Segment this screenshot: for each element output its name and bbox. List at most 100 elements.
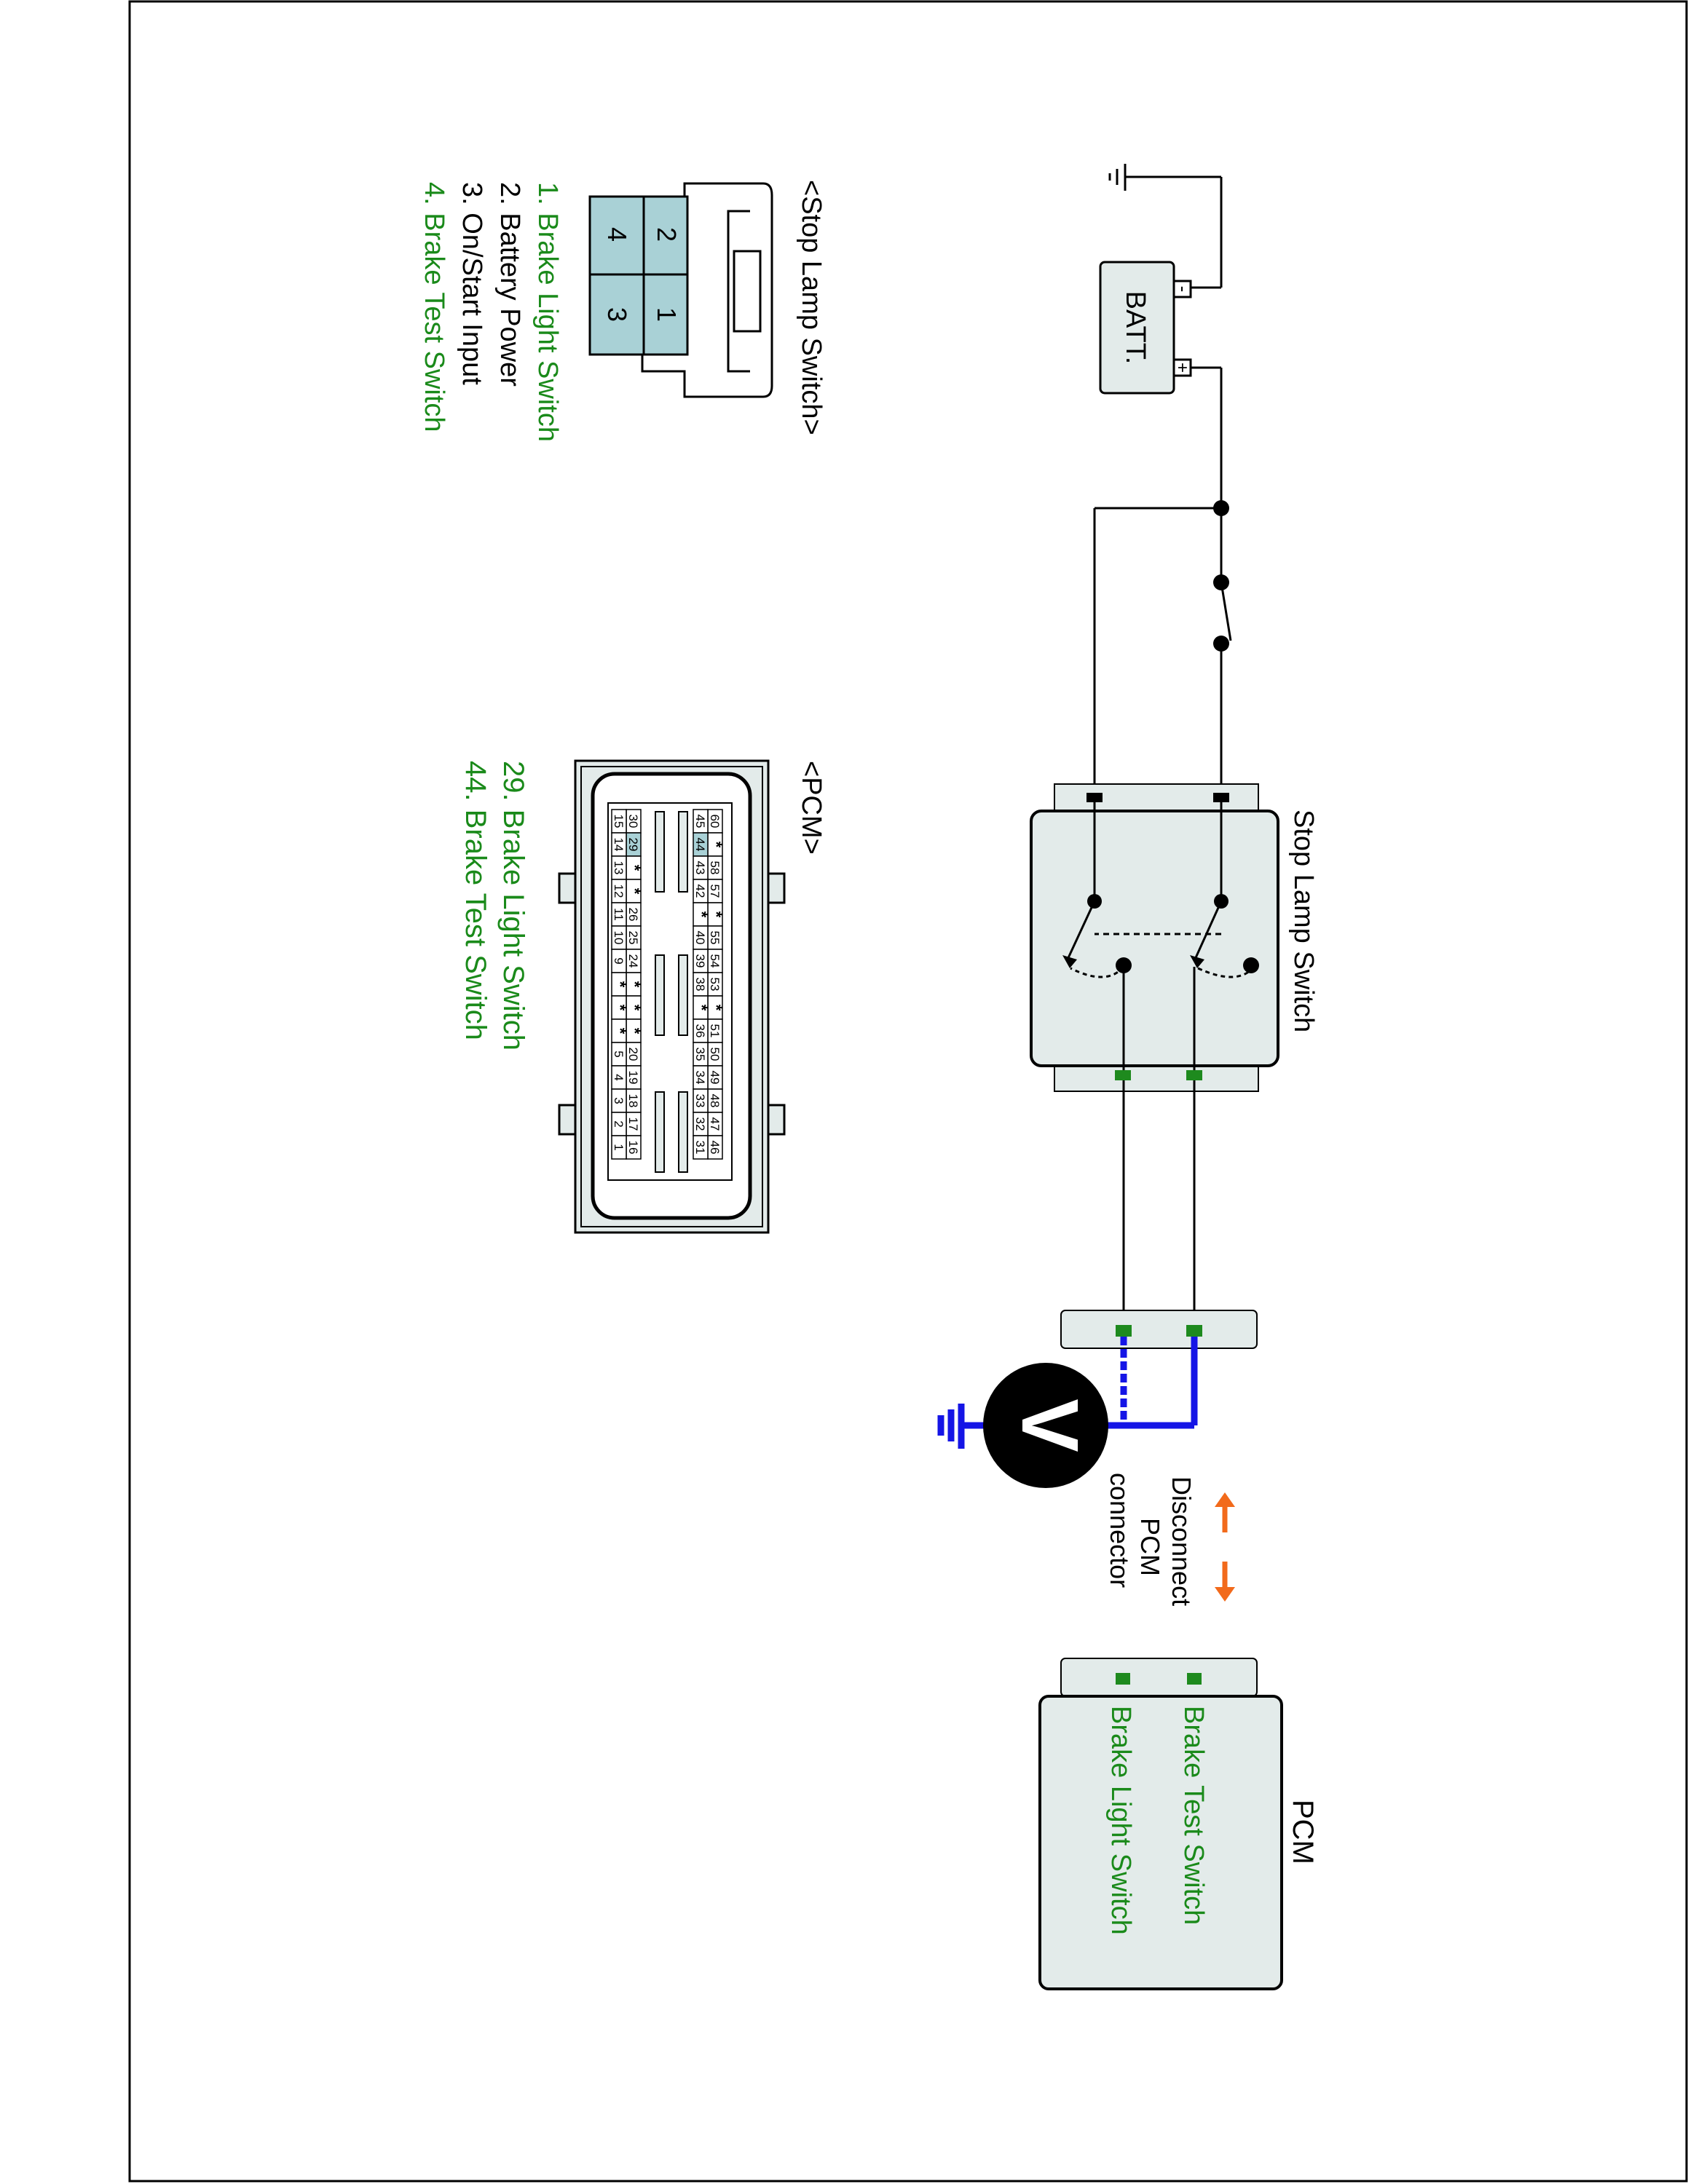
pcm-pin-label: 33: [693, 1094, 707, 1108]
stop-lamp-cell-1: [642, 273, 689, 356]
pcm-legend: 29. Brake Light Switch 44. Brake Test Sw…: [460, 761, 529, 1051]
pcm-pin-label: 36: [693, 1024, 707, 1038]
pcm-pin-cell: [611, 1135, 627, 1160]
stop-lamp-cell-4: [588, 195, 645, 276]
pcm-pin-label: 53: [708, 978, 722, 992]
stop-lamp-legend-3: 3. On/Start Input: [457, 182, 487, 385]
pcm-harness-connector: [1060, 1310, 1258, 1349]
pcm-pin-label: *: [611, 981, 629, 988]
pcm-pin-brake-test-switch: Brake Test Switch: [1178, 1706, 1209, 1925]
stop-lamp-cell-1-label: 1: [652, 307, 682, 322]
pcm-pin-brake-light-switch: Brake Light Switch: [1105, 1706, 1136, 1935]
disconnect-instruction: Disconnect PCM connector: [1105, 1473, 1196, 1606]
disconnect-arrow: [1215, 1492, 1235, 1602]
page-border: [128, 0, 1688, 2183]
pcm-pin-label: *: [626, 981, 644, 988]
pcm-legend-29: 29. Brake Light Switch: [497, 761, 529, 1051]
pcm-pin-label: 13: [612, 861, 626, 875]
stop-lamp-cell-2: [642, 195, 689, 276]
stop-lamp-cell-3: [588, 273, 645, 356]
pcm-pin-cell: [693, 1135, 709, 1160]
pcm-pin-label: 29: [626, 838, 640, 852]
pcm-pin-label: 10: [612, 931, 626, 945]
pcm-pin-label: 4: [612, 1074, 626, 1080]
pcm-pin-label: 54: [708, 954, 722, 968]
pcm-pin-label: 34: [693, 1071, 707, 1085]
stop-lamp-cell-4-label: 4: [602, 227, 632, 242]
battery: - + BATT.: [1099, 261, 1194, 395]
pcm-pin-label: 5: [612, 1051, 626, 1057]
battery-minus-label: -: [1172, 286, 1194, 293]
stop-lamp-cell-2-label: 2: [652, 227, 682, 242]
pcm-pin-label: 57: [708, 885, 722, 898]
pcm-pin-label: 38: [693, 978, 707, 992]
pcm-pin-label: 12: [612, 885, 626, 898]
pcm-pin-label: *: [626, 865, 644, 871]
stop-lamp-legend-4: 4. Brake Test Switch: [419, 182, 449, 432]
pcm-pin-label: 60: [708, 815, 722, 828]
pcm-pin-label: 50: [708, 1048, 722, 1061]
battery-plus-label: +: [1172, 363, 1192, 373]
pcm-pin-label: 2: [612, 1120, 626, 1127]
pcm-pin-label: *: [707, 842, 725, 848]
pcm-pin-label: 25: [626, 931, 640, 945]
pcm-pin-label: 45: [693, 815, 707, 828]
harness-wires: [1122, 1080, 1196, 1326]
pcm-pin-label: 19: [626, 1071, 640, 1085]
stop-lamp-switch-label: Stop Lamp Switch: [1288, 810, 1319, 1032]
pcm-pin-label: 55: [708, 931, 722, 945]
pcm-pin-label: 14: [612, 838, 626, 852]
pcm-pin-label: 51: [708, 1024, 722, 1038]
pcm-pin-label: 40: [693, 931, 707, 945]
pcm-pin-label: 48: [708, 1094, 722, 1108]
instruction-line1: Disconnect: [1167, 1476, 1196, 1606]
pcm-pin-label: *: [707, 1005, 725, 1011]
pcm-pin-label: 11: [612, 908, 626, 921]
pcm-pin-label: 49: [708, 1071, 722, 1085]
pcm-pin-label: *: [693, 1005, 711, 1011]
stop-lamp-connector-view: <Stop Lamp Switch> 2 1 4 3: [588, 180, 827, 435]
pcm-pin-label: 1: [612, 1144, 626, 1150]
pcm-pin-label: 31: [693, 1141, 707, 1155]
pcm-pin-label: 9: [612, 957, 626, 964]
pcm-pin-label: 39: [693, 954, 707, 968]
stop-lamp-connector-title: <Stop Lamp Switch>: [796, 180, 827, 435]
pcm-legend-44: 44. Brake Test Switch: [460, 761, 492, 1040]
pcm-pin-label: 24: [626, 954, 640, 968]
stop-lamp-switch: Stop Lamp Switch: [1030, 783, 1319, 1092]
pcm-label: PCM: [1287, 1800, 1319, 1864]
pcm-connector-title: <PCM>: [796, 761, 827, 855]
pcm-pin-label: *: [693, 911, 711, 918]
instruction-line2: PCM: [1135, 1518, 1165, 1576]
stop-lamp-cell-3-label: 3: [602, 307, 632, 322]
stop-lamp-legend: 1. Brake Light Switch 2. Battery Power 3…: [419, 182, 563, 442]
pcm-pin-label: 43: [693, 861, 707, 875]
circuit: [1093, 164, 1232, 797]
pcm-pin-label: 20: [626, 1048, 640, 1061]
pcm-pin-label: 46: [708, 1141, 722, 1155]
battery-label: BATT.: [1120, 291, 1151, 365]
pcm-pin-label: *: [707, 911, 725, 918]
pcm-connector-view: <PCM> 60*5857*555453*5150494847464544434…: [558, 759, 827, 1234]
voltmeter-symbol: V: [1005, 1398, 1095, 1452]
stop-lamp-legend-1: 1. Brake Light Switch: [532, 182, 563, 442]
pcm-pin-label: 26: [626, 908, 640, 922]
circuit-nodes: [1213, 500, 1229, 652]
pcm-pin-label: *: [626, 888, 644, 895]
pcm-pin-label: *: [611, 1005, 629, 1011]
pcm-pin-label: 44: [693, 838, 707, 852]
pcm-module: PCM Brake Test Switch Brake Light Switch: [1038, 1658, 1319, 1990]
pcm-pin-label: 47: [708, 1117, 722, 1131]
pcm-pin-label: 17: [626, 1117, 640, 1131]
pcm-pin-label: 16: [626, 1141, 640, 1155]
instruction-line3: connector: [1105, 1473, 1135, 1588]
pcm-pin-label: 42: [693, 885, 707, 898]
pcm-pin-label: 18: [626, 1094, 640, 1108]
pcm-pin-label: *: [626, 1005, 644, 1011]
pcm-pin-label: 58: [708, 861, 722, 875]
pcm-pin-label: *: [611, 1028, 629, 1034]
pcm-pin-grid: 60*5857*555453*51504948474645444342*4039…: [611, 809, 725, 1160]
pcm-pin-label: 3: [612, 1097, 626, 1104]
pcm-pin-label: *: [626, 1028, 644, 1034]
